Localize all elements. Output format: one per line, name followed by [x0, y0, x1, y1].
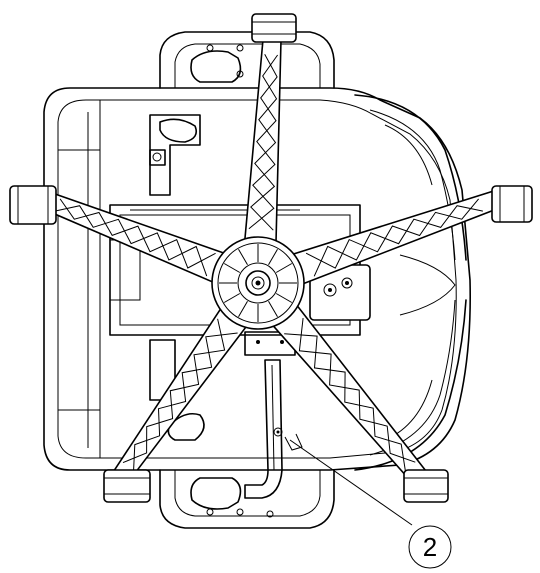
caster-right [491, 185, 533, 223]
caster-top [251, 13, 297, 43]
star-base [40, 38, 499, 485]
caster-bottom-right [403, 469, 449, 503]
callout-circle [408, 525, 452, 569]
armrest-bottom [159, 469, 335, 529]
callout-2: 2 [284, 433, 452, 569]
base-hub [211, 236, 305, 330]
armrest-top [159, 31, 335, 89]
casters [9, 13, 533, 503]
gas-lift-lever [167, 359, 283, 499]
caster-left [9, 185, 57, 225]
callout-label: 2 [423, 532, 437, 562]
caster-bottom-left [103, 469, 151, 503]
tilt-mechanism [109, 114, 371, 401]
